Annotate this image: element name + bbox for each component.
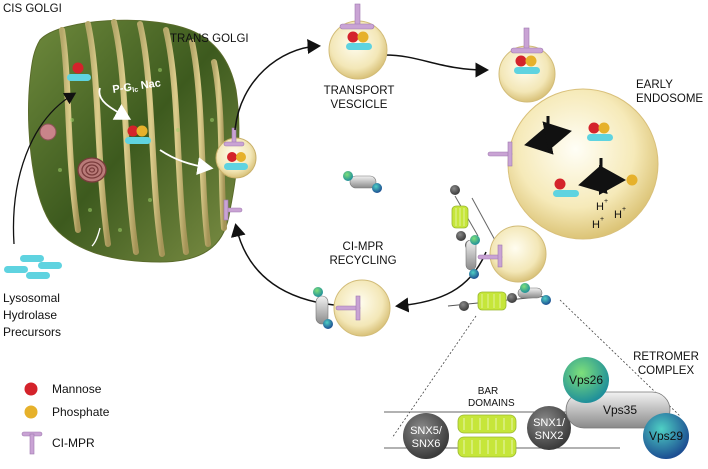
golgi-apparatus: P-Glc Nac — [28, 19, 240, 263]
early-endosome-line-1: EARLY — [636, 79, 673, 91]
tgn-budding-vesicle — [215, 127, 257, 179]
snx5-label: SNX5/ — [410, 425, 443, 437]
bar-domains-label: BAR DOMAINS — [468, 386, 515, 410]
free-retromer — [343, 171, 382, 193]
tgn-to-vesicle-arrow — [234, 39, 321, 131]
precursors-line-2: Hydrolase — [3, 308, 58, 322]
transport-vesicle-label: TRANSPORT VESCICLE — [312, 84, 406, 112]
precursors-line-3: Precursors — [3, 325, 62, 339]
bar-domain-bottom — [457, 436, 517, 458]
snx2-label: SNX2 — [535, 430, 564, 442]
early-endosome-label: EARLY ENDOSOME — [636, 78, 703, 106]
fusing-vesicle — [498, 27, 556, 103]
svg-text:+: + — [600, 216, 604, 223]
transport-vesicle-line-1: TRANSPORT — [323, 85, 395, 97]
snx5-snx6 — [403, 413, 449, 459]
golgi-spiral — [77, 157, 107, 183]
glcnac-arrow — [98, 87, 132, 120]
phosphate-icon — [24, 405, 38, 419]
legend-phosphate-label: Phosphate — [52, 405, 110, 419]
ci-mpr-recycling-line-1: CI-MPR — [342, 241, 384, 253]
golgi-pink-vesicle — [39, 123, 57, 141]
ci-mpr-recycling-label: CI-MPR RECYCLING — [323, 240, 403, 268]
bar-domains-line-1: BAR — [477, 386, 499, 397]
mannose-icon — [24, 382, 38, 396]
proton-2: H — [614, 209, 622, 221]
bar-domain-top — [457, 414, 517, 434]
precursor-arrow — [12, 92, 77, 245]
snx1-label: SNX1/ — [533, 417, 566, 429]
vps35-label: Vps35 — [603, 403, 637, 417]
recycling-arrow — [395, 251, 487, 313]
svg-text:+: + — [622, 206, 626, 213]
snx6-label: SNX6 — [412, 438, 441, 450]
legend — [21, 382, 43, 455]
ci-mpr-icon — [21, 431, 43, 455]
retromer-complex-line-2: COMPLEX — [637, 365, 695, 377]
early-endosome: H+ H+ H+ — [487, 88, 659, 240]
vps26 — [563, 357, 609, 403]
precursors-label: Lysosomal Hydrolase Precursors — [3, 290, 61, 341]
retromer-tubule — [447, 185, 551, 311]
snx1-snx2 — [527, 406, 571, 450]
transport-vesicle-line-2: VESCICLE — [330, 99, 388, 111]
vps29-label: Vps29 — [649, 429, 683, 443]
golgi-hydrolase-cis — [67, 62, 91, 81]
golgi-ci-mpr — [223, 199, 243, 221]
retromer-complex-line-1: RETROMER — [633, 351, 699, 363]
vps29 — [643, 413, 689, 459]
golgi-hydrolase-medial — [125, 125, 151, 144]
legend-ci-mpr-label: CI-MPR — [52, 436, 95, 450]
p-glcnac-label: P-Glc Nac — [112, 77, 162, 97]
trans-golgi-label: TRANS GOLGI — [170, 33, 249, 45]
zoom-line-left — [391, 315, 477, 439]
legend-mannose-label: Mannose — [52, 382, 102, 396]
trans-arrow — [159, 149, 214, 176]
svg-text:+: + — [604, 198, 608, 205]
proton-1: H — [596, 201, 604, 213]
precursors-line-1: Lysosomal — [3, 291, 60, 305]
ci-mpr-recycling-line-2: RECYCLING — [329, 255, 397, 267]
recycled-vesicle — [313, 279, 391, 337]
bar-domains-line-2: DOMAINS — [468, 398, 515, 409]
early-endosome-line-2: ENDOSOME — [636, 93, 704, 105]
vps26-label: Vps26 — [569, 373, 603, 387]
retromer-detail: SNX5/ SNX6 SNX1/ SNX2 Vps26 Vps35 Vps29 — [384, 357, 689, 459]
transport-vesicle — [328, 3, 388, 80]
proton-3: H — [592, 219, 600, 231]
retromer-complex-label: RETROMER COMPLEX — [626, 350, 706, 378]
cis-golgi-label: CIS GOLGI — [3, 3, 62, 15]
golgi-white-stroke — [91, 227, 101, 247]
vesicle-to-vesicle-arrow — [384, 54, 489, 78]
hydrolase-precursors — [4, 255, 62, 279]
